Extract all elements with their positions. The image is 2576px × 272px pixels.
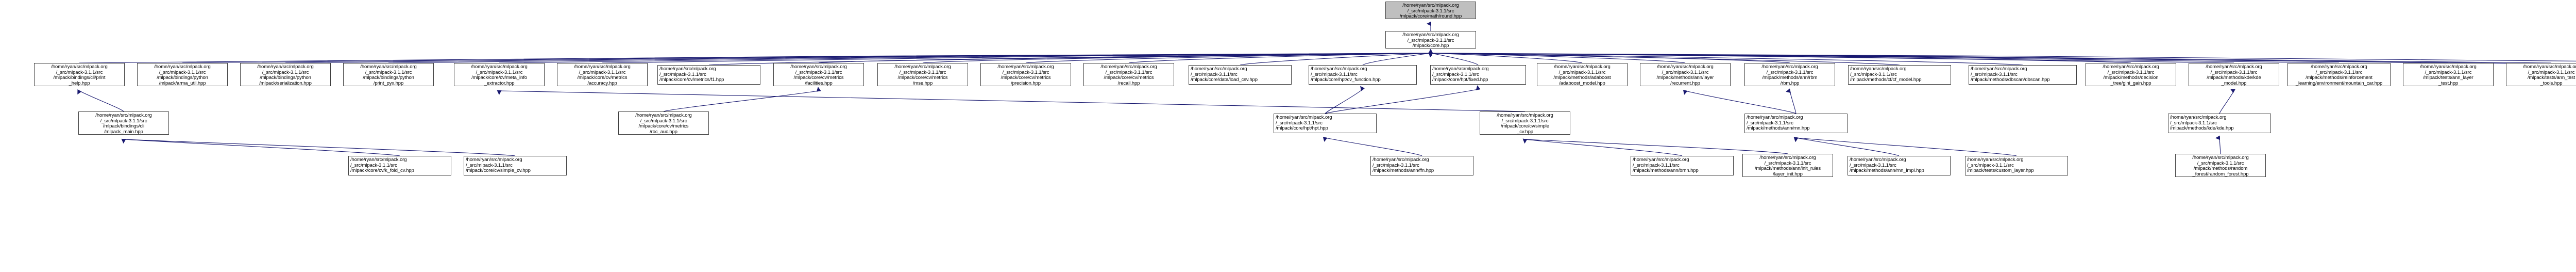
- graph-edge: [121, 138, 516, 156]
- graph-edge: [497, 90, 1526, 112]
- graph-edge: [1786, 88, 1797, 114]
- graph-edge: [499, 49, 1433, 63]
- graph-node[interactable]: /home/ryan/src/mlpack.org /_src/mlpack-3…: [1640, 63, 1731, 86]
- graph-node[interactable]: /home/ryan/src/mlpack.org /_src/mlpack-3…: [2175, 154, 2266, 177]
- graph-node[interactable]: /home/ryan/src/mlpack.org /_src/mlpack-3…: [464, 156, 567, 175]
- graph-edge: [1522, 138, 1788, 154]
- graph-edge: [1522, 138, 1683, 156]
- graph-node[interactable]: /home/ryan/src/mlpack.org /_src/mlpack-3…: [78, 111, 169, 135]
- graph-edge: [1793, 137, 2017, 156]
- graph-edge: [1428, 52, 2131, 63]
- graph-edge: [2215, 135, 2221, 154]
- graph-edge: [818, 49, 1433, 63]
- graph-edge: [1362, 49, 1433, 66]
- graph-node[interactable]: /home/ryan/src/mlpack.org /_src/mlpack-3…: [137, 63, 228, 86]
- graph-edge: [1325, 85, 1481, 114]
- graph-node[interactable]: /home/ryan/src/mlpack.org /_src/mlpack-3…: [34, 63, 125, 86]
- graph-edge: [1428, 52, 1686, 63]
- graph-node[interactable]: /home/ryan/src/mlpack.org /_src/mlpack-3…: [348, 156, 451, 175]
- graph-edge: [388, 49, 1433, 63]
- graph-edge: [1428, 52, 2552, 63]
- graph-node[interactable]: /home/ryan/src/mlpack.org /_src/mlpack-3…: [2168, 114, 2271, 133]
- graph-node[interactable]: /home/ryan/src/mlpack.org /_src/mlpack-3…: [1744, 63, 1835, 86]
- graph-node[interactable]: /home/ryan/src/mlpack.org /_src/mlpack-3…: [877, 63, 968, 86]
- graph-edge: [1428, 52, 1583, 63]
- graph-node[interactable]: /home/ryan/src/mlpack.org /_src/mlpack-3…: [1848, 65, 1951, 85]
- graph-node-root[interactable]: /home/ryan/src/mlpack.org /_src/mlpack-3…: [1385, 2, 1476, 19]
- graph-node[interactable]: /home/ryan/src/mlpack.org /_src/mlpack-3…: [1189, 65, 1292, 85]
- graph-node[interactable]: /home/ryan/src/mlpack.org /_src/mlpack-3…: [1848, 156, 1951, 175]
- graph-node[interactable]: /home/ryan/src/mlpack.org /_src/mlpack-3…: [240, 63, 331, 86]
- graph-node[interactable]: /home/ryan/src/mlpack.org /_src/mlpack-3…: [1370, 156, 1473, 175]
- graph-edge: [1323, 137, 1422, 156]
- graph-node[interactable]: /home/ryan/src/mlpack.org /_src/mlpack-3…: [2506, 63, 2576, 86]
- graph-edge: [602, 49, 1433, 63]
- graph-edge: [1240, 49, 1433, 66]
- graph-node[interactable]: /home/ryan/src/mlpack.org /_src/mlpack-3…: [1744, 114, 1848, 133]
- graph-edge: [1428, 52, 1790, 63]
- graph-edge: [1428, 52, 2234, 63]
- graph-node[interactable]: /home/ryan/src/mlpack.org /_src/mlpack-3…: [557, 63, 648, 86]
- graph-edge: [1428, 52, 2576, 61]
- graph-edge: [663, 87, 821, 112]
- graph-node[interactable]: /home/ryan/src/mlpack.org /_src/mlpack-3…: [1742, 154, 1833, 177]
- graph-node[interactable]: /home/ryan/src/mlpack.org /_src/mlpack-3…: [1965, 156, 2068, 175]
- graph-node[interactable]: /home/ryan/src/mlpack.org /_src/mlpack-3…: [2403, 63, 2494, 86]
- graph-edge: [1325, 86, 1365, 114]
- graph-node[interactable]: /home/ryan/src/mlpack.org /_src/mlpack-3…: [618, 111, 709, 135]
- graph-node[interactable]: /home/ryan/src/mlpack.org /_src/mlpack-3…: [980, 63, 1071, 86]
- graph-edge: [2219, 89, 2236, 114]
- graph-node[interactable]: /home/ryan/src/mlpack.org /_src/mlpack-3…: [1274, 114, 1377, 133]
- graph-node[interactable]: /home/ryan/src/mlpack.org /_src/mlpack-3…: [1480, 111, 1570, 135]
- graph-edge: [1128, 49, 1433, 63]
- graph-node[interactable]: /home/ryan/src/mlpack.org /_src/mlpack-3…: [1083, 63, 1174, 86]
- graph-edge: [1793, 137, 1900, 156]
- graph-node[interactable]: /home/ryan/src/mlpack.org /_src/mlpack-3…: [2287, 63, 2391, 86]
- graph-node[interactable]: /home/ryan/src/mlpack.org /_src/mlpack-3…: [1430, 65, 1526, 85]
- graph-edge: [182, 49, 1433, 63]
- graph-node[interactable]: /home/ryan/src/mlpack.org /_src/mlpack-3…: [2086, 63, 2176, 86]
- graph-node[interactable]: /home/ryan/src/mlpack.org /_src/mlpack-3…: [773, 63, 864, 86]
- graph-node[interactable]: /home/ryan/src/mlpack.org /_src/mlpack-3…: [343, 63, 434, 86]
- graph-edge: [77, 89, 124, 112]
- graph-edge: [1683, 89, 1797, 114]
- graph-edge: [79, 49, 1433, 63]
- graph-node[interactable]: /home/ryan/src/mlpack.org /_src/mlpack-3…: [657, 65, 760, 85]
- graph-node[interactable]: /home/ryan/src/mlpack.org /_src/mlpack-3…: [1537, 63, 1628, 86]
- graph-node[interactable]: /home/ryan/src/mlpack.org /_src/mlpack-3…: [1969, 65, 2077, 85]
- graph-edge: [1025, 49, 1433, 63]
- graph-node[interactable]: /home/ryan/src/mlpack.org /_src/mlpack-3…: [454, 63, 545, 86]
- graph-edge: [285, 49, 1433, 63]
- graph-node[interactable]: /home/ryan/src/mlpack.org /_src/mlpack-3…: [1309, 65, 1417, 85]
- graph-node[interactable]: /home/ryan/src/mlpack.org /_src/mlpack-3…: [1631, 156, 1734, 175]
- graph-edge: [121, 138, 400, 156]
- graph-node[interactable]: /home/ryan/src/mlpack.org /_src/mlpack-3…: [1385, 31, 1476, 49]
- graph-edge: [1428, 52, 1479, 66]
- graph-edge: [922, 49, 1433, 63]
- graph-node[interactable]: /home/ryan/src/mlpack.org /_src/mlpack-3…: [2189, 63, 2279, 86]
- graph-edge: [1428, 52, 2340, 63]
- graph-edge: [1428, 52, 2449, 63]
